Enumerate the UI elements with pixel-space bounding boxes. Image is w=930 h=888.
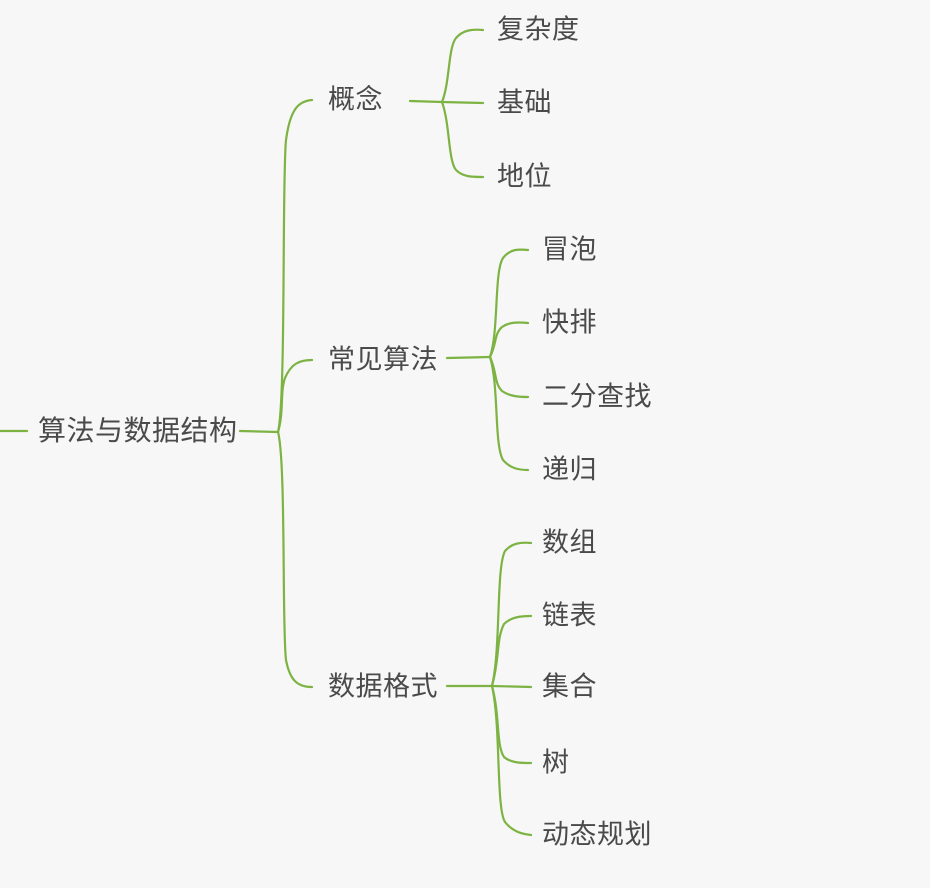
edge-root-to-branch-2	[276, 358, 314, 434]
edge-branch-2-child-2	[488, 321, 530, 359]
edge-branch-2-child-1	[488, 248, 530, 359]
edge-branch-2-child-4	[488, 355, 530, 472]
edge-branch-3-child-2	[490, 614, 533, 688]
edge-root-to-branch-1	[276, 98, 314, 434]
edge-branch-3-child-5	[490, 684, 533, 837]
mindmap-node-branch-2-child-2[interactable]: 快排	[542, 307, 597, 339]
mindmap-node-branch-1-child-3[interactable]: 地位	[497, 161, 552, 193]
mindmap-node-branch-1[interactable]: 概念	[328, 84, 383, 116]
edge-branch-3-child-1	[490, 541, 533, 688]
edge-branch-1-child-3	[440, 100, 485, 179]
mindmap-node-branch-3-child-2[interactable]: 链表	[542, 600, 597, 632]
edge-branch-1-child-1	[440, 28, 485, 104]
edge-branch-2-to-hub	[445, 355, 492, 360]
mindmap-node-branch-2-child-1[interactable]: 冒泡	[542, 234, 597, 266]
edge-branch-1-to-hub	[408, 99, 444, 104]
mindmap-node-branch-2-child-3[interactable]: 二分查找	[542, 381, 652, 413]
edge-branch-3-child-3	[490, 684, 533, 689]
edge-branch-3-child-4	[490, 684, 533, 765]
mindmap-node-branch-1-child-2[interactable]: 基础	[497, 87, 552, 119]
mindmap-node-branch-3-child-5[interactable]: 动态规划	[542, 819, 652, 851]
mindmap-node-root[interactable]: 算法与数据结构	[38, 414, 238, 447]
mindmap-node-branch-3-child-3[interactable]: 集合	[542, 671, 597, 703]
edge-branch-1-child-2	[440, 100, 485, 105]
mindmap-node-branch-3-child-4[interactable]: 树	[542, 747, 570, 779]
mindmap-node-branch-3-child-1[interactable]: 数组	[542, 527, 597, 559]
edge-root-to-branch-3	[276, 430, 314, 689]
edge-root-to-hub	[238, 429, 280, 434]
mindmap-node-branch-3[interactable]: 数据格式	[328, 671, 438, 703]
mindmap-node-branch-2[interactable]: 常见算法	[328, 344, 438, 376]
mindmap-node-branch-2-child-4[interactable]: 递归	[542, 454, 597, 486]
edge-branch-2-child-3	[488, 355, 530, 399]
mindmap-node-branch-1-child-1[interactable]: 复杂度	[497, 14, 580, 46]
